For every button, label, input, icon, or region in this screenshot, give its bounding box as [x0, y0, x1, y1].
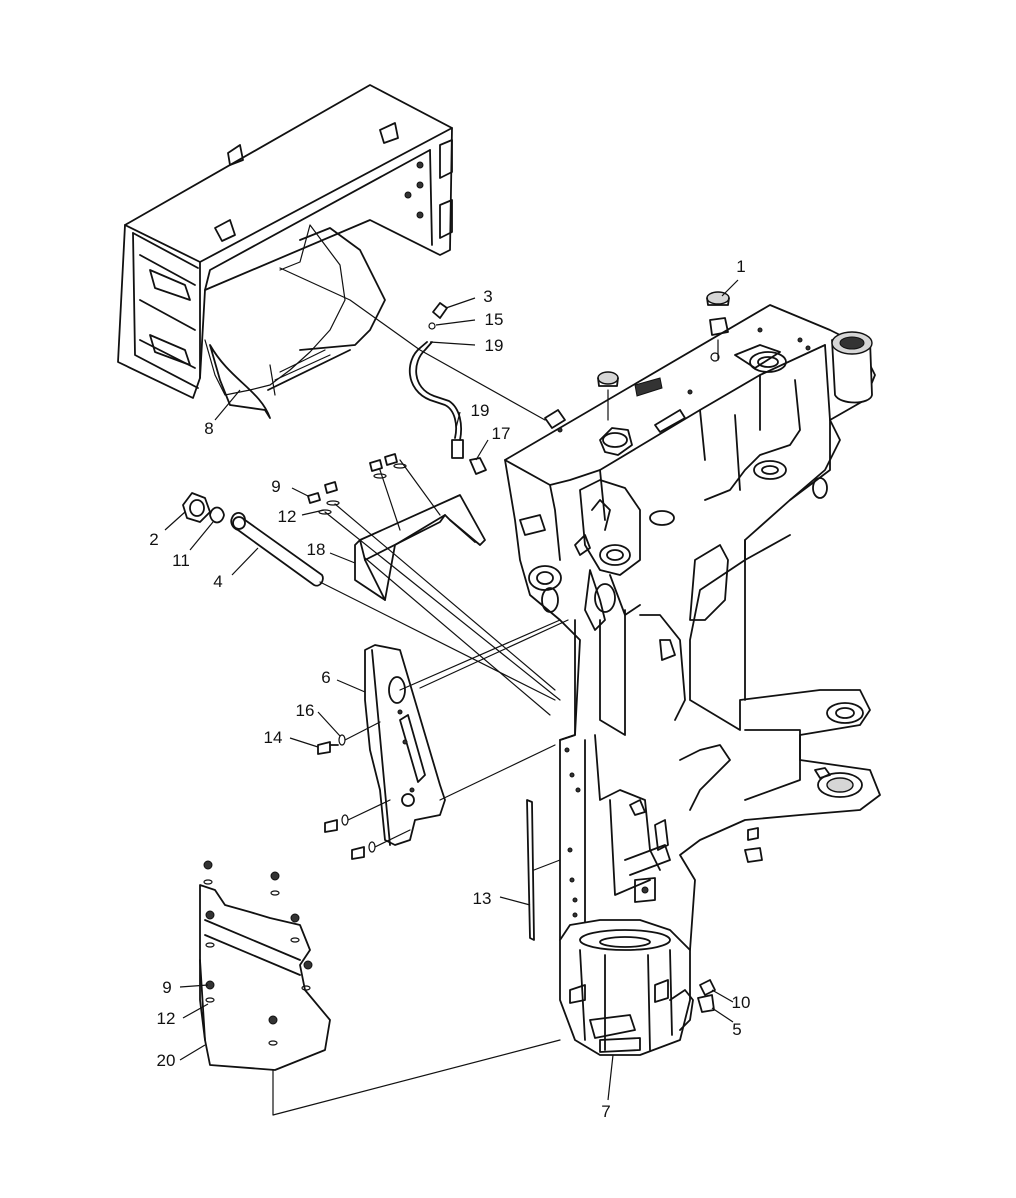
- part-20-cover: [199, 860, 561, 1116]
- part-6-link-plate: [364, 619, 569, 846]
- fasteners-frame: [597, 291, 763, 1013]
- callout-6: 6: [321, 668, 330, 687]
- callout-9b: 9: [162, 978, 171, 997]
- callout-4: 4: [213, 572, 222, 591]
- leader-lines: [164, 279, 739, 1101]
- part-13-plate: [526, 799, 561, 941]
- callout-15: 15: [485, 310, 504, 329]
- cover-bolts: [203, 860, 313, 1046]
- callout-12a: 12: [278, 507, 297, 526]
- callout-10: 10: [732, 993, 751, 1012]
- callout-13: 13: [473, 889, 492, 908]
- callout-20: 20: [157, 1051, 176, 1070]
- part-8-front-box: [117, 84, 546, 421]
- callout-3: 3: [483, 287, 492, 306]
- fasteners-top: [307, 453, 561, 701]
- callout-7: 7: [601, 1102, 610, 1121]
- callout-16: 16: [296, 701, 315, 720]
- shaft-assembly: [182, 492, 556, 701]
- callout-17: 17: [492, 424, 511, 443]
- callout-14: 14: [264, 728, 283, 747]
- callout-2: 2: [149, 530, 158, 549]
- callouts: 1 3 15 19 19 17 8 9 12 2 11 18 4 6 16 14…: [149, 257, 750, 1121]
- callout-12b: 12: [157, 1009, 176, 1028]
- callout-9a: 9: [271, 477, 280, 496]
- callout-1: 1: [736, 257, 745, 276]
- fasteners-left: [317, 721, 411, 860]
- callout-19a: 19: [485, 336, 504, 355]
- callout-5: 5: [732, 1020, 741, 1039]
- part-7-lower-housing: [559, 919, 694, 1056]
- part-18-bracket: [354, 459, 551, 716]
- callout-8: 8: [204, 419, 213, 438]
- callout-19b: 19: [471, 401, 490, 420]
- callout-11: 11: [172, 551, 190, 570]
- main-frame: [504, 304, 881, 991]
- callout-18: 18: [307, 540, 326, 559]
